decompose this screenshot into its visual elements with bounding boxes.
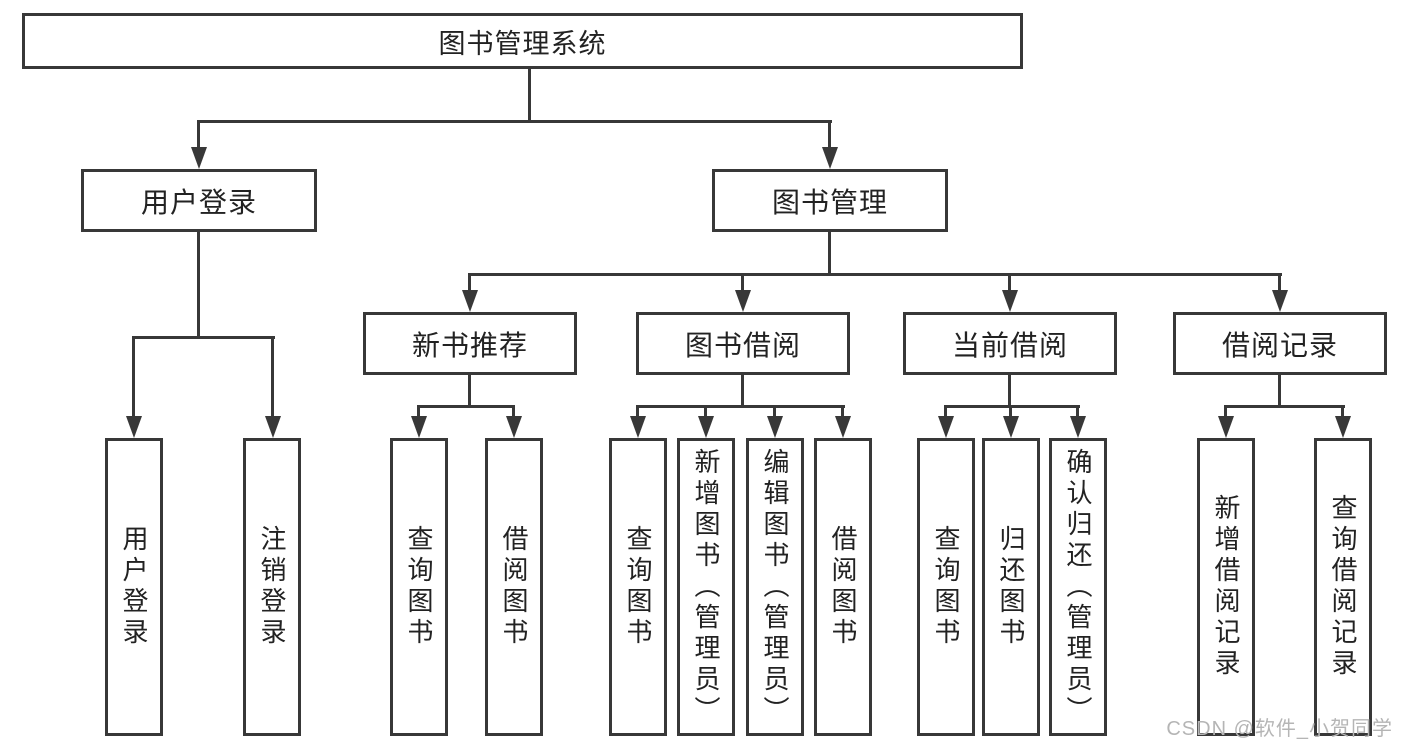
leaf-logout: 注销登录	[243, 438, 301, 736]
arrow-to-leaf-borrow-books-borrow	[841, 405, 844, 438]
leaf-edit-book-admin: 编辑图书（管理员）	[746, 438, 804, 736]
arrow-to-user-login	[197, 120, 200, 169]
connector-records-trunk	[1278, 375, 1281, 405]
node-new-book-recommend: 新书推荐	[363, 312, 577, 375]
arrow-to-book-management	[828, 120, 831, 169]
leaf-query-borrow-record: 查询借阅记录	[1314, 438, 1372, 736]
leaf-query-books-recommend: 查询图书	[390, 438, 448, 736]
node-user-login-label: 用户登录	[140, 186, 257, 218]
node-book-borrow-label: 图书借阅	[684, 329, 801, 361]
node-book-management: 图书管理	[712, 169, 948, 232]
node-book-borrow: 图书借阅	[636, 312, 850, 375]
leaf-borrow-books-borrow-label: 借阅图书	[828, 525, 858, 649]
leaf-add-book-admin: 新增图书（管理员）	[677, 438, 735, 736]
node-current-borrow-label: 当前借阅	[951, 329, 1068, 361]
connector-borrow-trunk	[741, 375, 744, 405]
arrow-to-leaf-edit-book-admin	[773, 405, 776, 438]
leaf-add-book-admin-label: 新增图书（管理员）	[691, 447, 721, 727]
arrow-to-leaf-query-borrow-record	[1341, 405, 1344, 438]
node-book-management-label: 图书管理	[771, 186, 888, 218]
connector-bookmgmt-branch	[468, 273, 1282, 276]
leaf-query-borrow-record-label: 查询借阅记录	[1328, 494, 1358, 680]
watermark-text: CSDN @软件_小贺同学	[1166, 718, 1393, 740]
arrow-to-leaf-user-login	[132, 336, 135, 438]
arrow-to-leaf-logout	[271, 336, 274, 438]
leaf-logout-label: 注销登录	[257, 525, 287, 649]
connector-bookmgmt-trunk	[828, 232, 831, 273]
leaf-user-login: 用户登录	[105, 438, 163, 736]
connector-root-trunk	[528, 69, 531, 120]
leaf-confirm-return-admin: 确认归还（管理员）	[1049, 438, 1107, 736]
connector-userlogin-branch	[133, 336, 275, 339]
leaf-query-books-borrow-label: 查询图书	[623, 525, 653, 649]
node-new-book-recommend-label: 新书推荐	[411, 329, 528, 361]
connector-userlogin-trunk	[197, 232, 200, 336]
leaf-add-borrow-record-label: 新增借阅记录	[1211, 494, 1241, 680]
arrow-to-new-book-recommend	[468, 273, 471, 312]
connector-current-trunk	[1008, 375, 1011, 405]
arrow-to-book-borrow	[741, 273, 744, 312]
arrow-to-borrow-records	[1278, 273, 1281, 312]
node-current-borrow: 当前借阅	[903, 312, 1117, 375]
leaf-confirm-return-admin-label: 确认归还（管理员）	[1063, 447, 1093, 727]
connector-borrow-branch	[636, 405, 845, 408]
arrow-to-leaf-query-books-borrow	[636, 405, 639, 438]
node-user-login: 用户登录	[81, 169, 317, 232]
connector-current-branch	[944, 405, 1080, 408]
leaf-user-login-label: 用户登录	[119, 525, 149, 649]
connector-level1-branch	[198, 120, 832, 123]
leaf-borrow-books-borrow: 借阅图书	[814, 438, 872, 736]
leaf-add-borrow-record: 新增借阅记录	[1197, 438, 1255, 736]
connector-records-branch	[1224, 405, 1345, 408]
arrow-to-leaf-query-books-current	[944, 405, 947, 438]
leaf-borrow-books-recommend: 借阅图书	[485, 438, 543, 736]
leaf-query-books-recommend-label: 查询图书	[404, 525, 434, 649]
arrow-to-leaf-query-books-recommend	[417, 405, 420, 438]
leaf-borrow-books-recommend-label: 借阅图书	[499, 525, 529, 649]
leaf-query-books-current: 查询图书	[917, 438, 975, 736]
leaf-query-books-borrow: 查询图书	[609, 438, 667, 736]
arrow-to-leaf-add-borrow-record	[1224, 405, 1227, 438]
connector-recommend-branch	[418, 405, 515, 408]
leaf-query-books-current-label: 查询图书	[931, 525, 961, 649]
node-root-label: 图书管理系统	[438, 28, 607, 59]
arrow-to-current-borrow	[1008, 273, 1011, 312]
arrow-to-leaf-borrow-books-recommend	[512, 405, 515, 438]
connector-recommend-trunk	[468, 375, 471, 405]
node-borrow-records-label: 借阅记录	[1221, 329, 1338, 361]
arrow-to-leaf-confirm-return-admin	[1076, 405, 1079, 438]
leaf-edit-book-admin-label: 编辑图书（管理员）	[760, 447, 790, 727]
leaf-return-book: 归还图书	[982, 438, 1040, 736]
node-root: 图书管理系统	[22, 13, 1023, 69]
leaf-return-book-label: 归还图书	[996, 525, 1026, 649]
arrow-to-leaf-return-book	[1009, 405, 1012, 438]
node-borrow-records: 借阅记录	[1173, 312, 1387, 375]
arrow-to-leaf-add-book-admin	[704, 405, 707, 438]
